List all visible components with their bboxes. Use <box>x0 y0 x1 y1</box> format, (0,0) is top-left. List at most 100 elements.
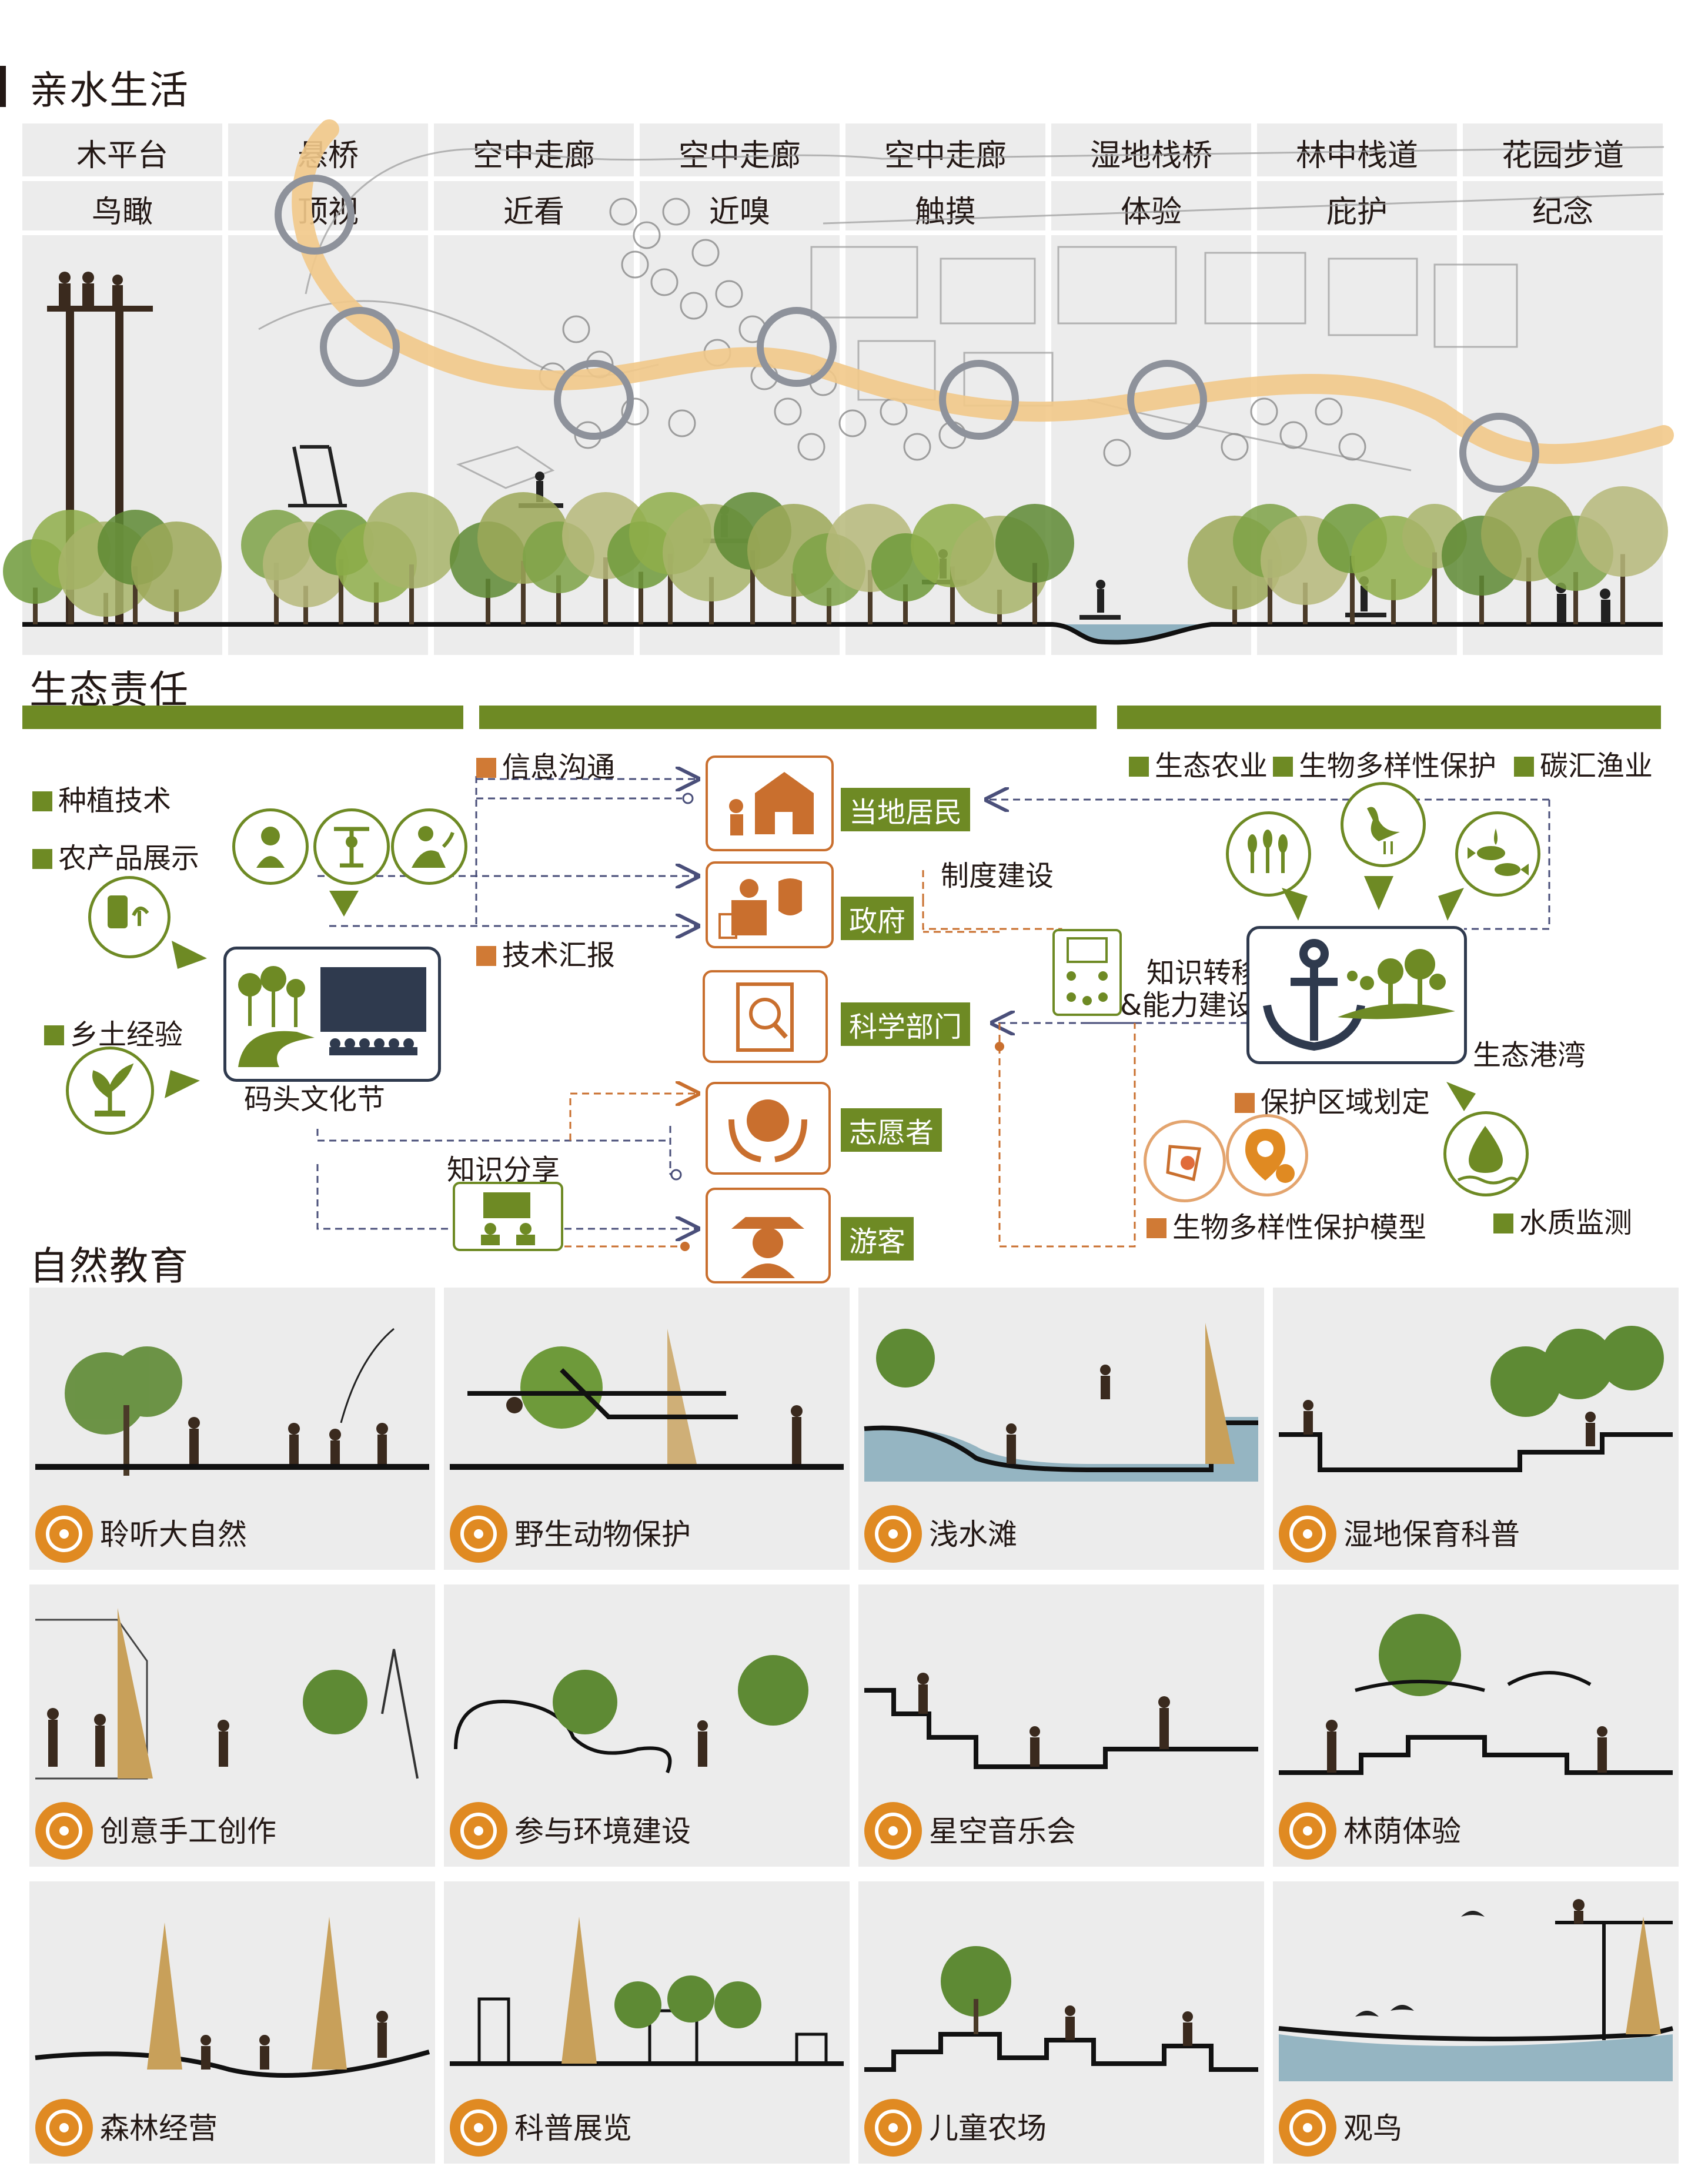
down-arrow-icon <box>329 891 359 917</box>
column-bottom-label: 近看 <box>503 195 564 230</box>
row-divider <box>22 176 1663 181</box>
column-top-label: 林中栈道 <box>1295 138 1418 173</box>
stakeholder-label: 志愿者 <box>841 1108 942 1152</box>
education-scene <box>454 1655 808 1774</box>
down-arrow-icon <box>1446 1082 1476 1111</box>
tag-water-monitor: 水质监测 <box>1493 1199 1632 1241</box>
column-bottom-label: 鸟瞰 <box>91 195 153 230</box>
phone-plant-icon <box>88 876 171 958</box>
education-panel: 野生动物保护 <box>444 1288 850 1570</box>
education-panel: 科普展览 <box>444 1881 850 2164</box>
activity-label: 星空音乐会 <box>929 1814 1076 1848</box>
ground-line <box>35 1464 429 1470</box>
tag-eco-agriculture: 生态农业 <box>1129 743 1268 784</box>
activity-label: 创意手工创作 <box>100 1814 276 1848</box>
institution-label: 制度建设 <box>941 860 1054 892</box>
training-icon <box>1052 929 1122 1016</box>
column-top-label: 花园步道 <box>1501 138 1624 173</box>
stakeholder-label: 游客 <box>841 1217 914 1261</box>
activity-icon <box>1279 2099 1336 2157</box>
education-scene <box>35 1917 430 2078</box>
activity-icon <box>450 1505 507 1563</box>
education-panel: 星空音乐会 <box>858 1584 1264 1867</box>
farmer-icon <box>232 808 309 885</box>
knowledge-sharing-icon <box>453 1182 563 1251</box>
education-scene <box>864 1946 1258 2072</box>
activity-icon <box>35 1802 93 1860</box>
green-header-bar <box>479 706 1097 729</box>
tag-biodiversity: 生物多样性保护 <box>1273 743 1496 784</box>
tag-planting-tech: 种植技术 <box>32 777 171 818</box>
education-scene <box>1279 1614 1673 1775</box>
tag-bio-model: 生物多样性保护模型 <box>1147 1204 1426 1245</box>
column-bottom-label: 近嗅 <box>708 195 770 230</box>
transfer-label-2: &能力建设 <box>1120 989 1255 1022</box>
activity-label: 参与环境建设 <box>514 1814 691 1848</box>
row-divider <box>22 230 1663 235</box>
activity-label: 聆听大自然 <box>100 1517 247 1552</box>
stakeholder-label: 政府 <box>841 897 914 940</box>
stakeholder-label: 当地居民 <box>841 788 971 831</box>
ground-line <box>450 1464 844 1470</box>
section-marker <box>0 66 6 107</box>
tag-local-experience: 乡土经验 <box>44 1011 183 1052</box>
activity-label: 野生动物保护 <box>514 1517 691 1552</box>
column-top-label: 木平台 <box>76 138 168 173</box>
column-top-label: 空中走廊 <box>472 138 595 173</box>
tag-tech-report: 技术汇报 <box>476 932 615 973</box>
education-panel: 观鸟 <box>1273 1881 1679 2164</box>
fish-icon <box>1455 811 1540 897</box>
activity-label: 湿地保育科普 <box>1343 1517 1520 1552</box>
activity-icon <box>450 1802 507 1860</box>
activity-label: 浅水滩 <box>929 1517 1017 1552</box>
volunteer-icon-box <box>706 1082 831 1175</box>
activity-icon <box>864 2099 922 2157</box>
education-panel: 浅水滩 <box>858 1288 1264 1570</box>
activity-icon <box>864 1802 922 1860</box>
education-scene <box>864 1323 1258 1482</box>
eco-harbor-label: 生态港湾 <box>1473 1039 1586 1072</box>
education-scene <box>35 1608 419 1780</box>
stakeholder-label: 科学部门 <box>841 1002 971 1046</box>
education-scene <box>450 1917 844 2066</box>
activity-icon <box>1279 1802 1336 1860</box>
tag-info-communication: 信息沟通 <box>476 744 615 785</box>
activity-icon <box>35 1505 93 1563</box>
education-panel: 参与环境建设 <box>444 1584 850 1867</box>
section-title-education: 自然教育 <box>29 1243 189 1289</box>
column-top-label: 空中走廊 <box>884 138 1007 173</box>
activity-icon <box>1279 1505 1336 1563</box>
green-header-bar <box>22 706 463 729</box>
wheat-icon <box>1226 811 1311 897</box>
festival-label: 码头文化节 <box>244 1083 386 1116</box>
column-bottom-label: 纪念 <box>1532 195 1593 230</box>
tag-protect-zone: 保护区域划定 <box>1235 1079 1430 1120</box>
education-panel: 林荫体验 <box>1273 1584 1679 1867</box>
gardener-icon <box>391 808 467 885</box>
section-trees <box>3 486 1668 624</box>
transfer-label: 知识转移 <box>1147 957 1260 989</box>
education-panel: 儿童农场 <box>858 1881 1264 2164</box>
right-arrow-icon <box>172 941 207 969</box>
activity-icon <box>35 2099 93 2157</box>
tag-knowledge-sharing: 知识分享 <box>447 1154 560 1186</box>
government-icon-box <box>706 861 834 948</box>
tag-agri-display: 农产品展示 <box>32 835 199 876</box>
right-arrow-icon <box>165 1070 200 1098</box>
section-title-waterfront: 亲水生活 <box>29 68 189 113</box>
education-panel: 森林经营 <box>29 1881 435 2164</box>
green-header-bar <box>1117 706 1661 729</box>
residents-icon-box <box>706 755 834 851</box>
education-panel: 创意手工创作 <box>29 1584 435 1867</box>
education-scene <box>1278 1899 1673 2081</box>
activity-icon <box>450 2099 507 2157</box>
biodiversity-model-icon <box>1144 1120 1226 1202</box>
education-panel: 湿地保育科普 <box>1273 1288 1679 1570</box>
education-scene <box>864 1673 1258 1769</box>
education-panel: 聆听大自然 <box>29 1288 435 1570</box>
section-title-eco: 生态责任 <box>29 667 189 713</box>
tourist-icon-box <box>706 1188 831 1283</box>
eco-harbor-illustration <box>1246 926 1467 1064</box>
activity-label: 林荫体验 <box>1343 1814 1461 1848</box>
down-arrow-icon <box>1282 888 1308 921</box>
